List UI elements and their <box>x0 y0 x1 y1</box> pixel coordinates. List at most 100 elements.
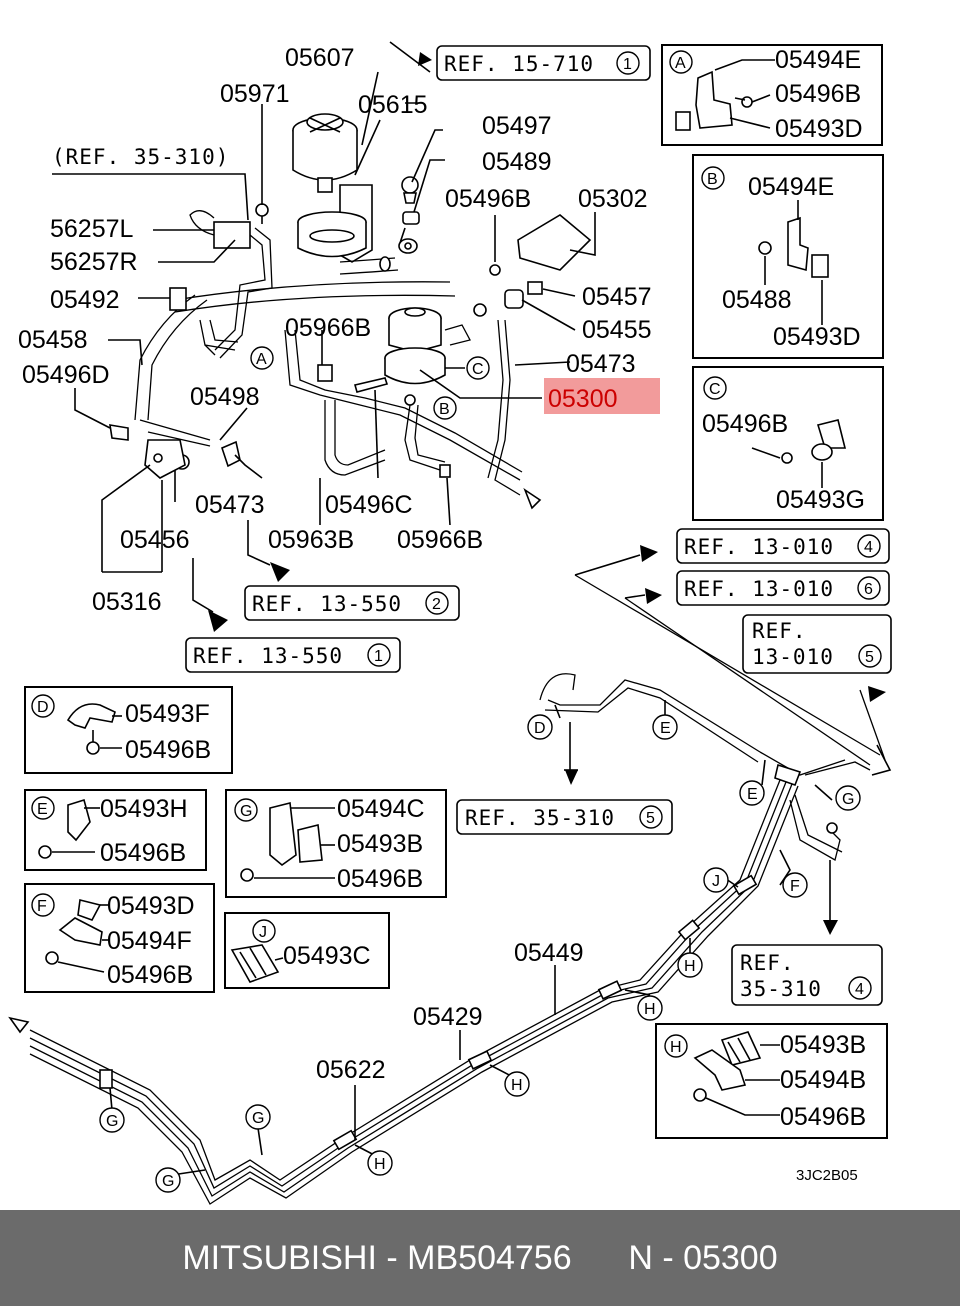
ref-15-710: REF. 15-710 <box>444 52 594 76</box>
box-h-part-2: 05494B <box>780 1066 866 1094</box>
label-05429: 05429 <box>413 1003 483 1031</box>
svg-text:G: G <box>252 1110 264 1127</box>
box-h-part-3: 05496B <box>780 1103 866 1131</box>
svg-text:C: C <box>709 381 721 398</box>
ref-13-010-c-1: REF. <box>752 619 807 643</box>
svg-text:6: 6 <box>864 581 873 598</box>
svg-text:5: 5 <box>646 810 655 827</box>
box-e-part-1: 05493H <box>100 795 188 823</box>
leader-lines-top <box>52 41 596 613</box>
ref-35-310-c-1: REF. <box>740 951 795 975</box>
svg-text:F: F <box>790 878 800 895</box>
footer-part-number: MB504756 <box>407 1238 572 1277</box>
small-parts <box>109 176 592 479</box>
solenoid-valve <box>189 203 273 359</box>
ref-35-310-c-2: 35-310 <box>740 977 822 1001</box>
svg-text:B: B <box>439 401 450 418</box>
hoses-top <box>134 238 456 447</box>
svg-text:G: G <box>240 803 252 820</box>
label-05966b-bottom: 05966B <box>397 526 483 554</box>
svg-text:4: 4 <box>864 539 873 556</box>
svg-text:E: E <box>37 801 48 818</box>
box-b-part-2: 05488 <box>722 286 792 314</box>
box-f-part-1: 05493D <box>107 892 195 920</box>
callouts-lines: D E E G J F H H H H G G G <box>99 714 861 1193</box>
svg-text:H: H <box>670 1039 682 1056</box>
main-canister-05300 <box>384 307 471 471</box>
ref-13-010-a: REF. 13-010 <box>684 535 834 559</box>
svg-text:1: 1 <box>623 56 632 73</box>
svg-text:G: G <box>162 1173 174 1190</box>
box-b-part-3: 05493D <box>773 323 861 351</box>
svg-text:A: A <box>256 351 267 368</box>
box-d-part-1: 05493F <box>125 700 210 728</box>
box-h-part-1: 05493B <box>780 1031 866 1059</box>
lines-center <box>199 319 542 510</box>
part-labels-lines: 05449 05429 05622 3JC2B05 <box>316 939 858 1184</box>
svg-text:H: H <box>684 958 696 975</box>
footer-gap <box>572 1239 629 1278</box>
label-05496c: 05496C <box>325 491 413 519</box>
diagram-code: 3JC2B05 <box>796 1167 858 1184</box>
label-05456: 05456 <box>120 526 190 554</box>
detail-box-g: G 05494C 05493B 05496B <box>225 789 447 898</box>
svg-text:H: H <box>374 1156 386 1173</box>
detail-box-j: J 05493C <box>224 912 390 989</box>
ref-35-310-b: REF. 35-310 <box>465 806 615 830</box>
part-labels-top: 05607 05971 05615 05497 05489 05496B 053… <box>18 44 660 616</box>
ref-boxes-top: REF. 15-710 1 REF. 13-550 2 REF. 13-550 … <box>185 45 651 673</box>
detail-box-d: D 05493F 05496B <box>24 686 233 774</box>
label-05458: 05458 <box>18 326 88 354</box>
label-05457: 05457 <box>582 283 652 311</box>
label-05497: 05497 <box>482 112 552 140</box>
box-g-part-1: 05494C <box>337 795 425 823</box>
svg-text:J: J <box>259 924 267 941</box>
label-05966b-top: 05966B <box>285 314 371 342</box>
box-e-part-2: 05496B <box>100 839 186 867</box>
ref-13-010-b: REF. 13-010 <box>684 577 834 601</box>
box-f-part-2: 05494F <box>107 927 192 955</box>
label-05455: 05455 <box>582 316 652 344</box>
label-05496d: 05496D <box>22 361 110 389</box>
ref-35-310-top: (REF. 35-310) <box>52 145 229 169</box>
label-05498: 05498 <box>190 383 260 411</box>
svg-text:D: D <box>37 699 49 716</box>
label-56257l: 56257L <box>50 215 134 243</box>
label-05300-highlight: 05300 <box>548 385 618 413</box>
svg-text:H: H <box>644 1001 656 1018</box>
svg-text:E: E <box>660 720 671 737</box>
label-05316: 05316 <box>92 588 162 616</box>
parts-diagram: 05607 05971 05615 05497 05489 05496B 053… <box>8 41 892 1205</box>
footer-separator: - <box>376 1238 408 1277</box>
svg-text:H: H <box>511 1077 523 1094</box>
label-05302: 05302 <box>578 185 648 213</box>
ref-13-010-c-2: 13-010 <box>752 645 834 669</box>
box-b-part-1: 05494E <box>748 173 834 201</box>
svg-text:G: G <box>842 791 854 808</box>
box-a-part-1: 05494E <box>775 46 861 74</box>
box-g-part-2: 05493B <box>337 830 423 858</box>
detail-box-f: F 05493D 05494F 05496B <box>24 883 215 993</box>
box-a-part-2: 05496B <box>775 80 861 108</box>
label-05971: 05971 <box>220 80 290 108</box>
main-fuel-lines <box>8 574 892 1205</box>
ref-13-550-b: REF. 13-550 <box>193 644 343 668</box>
box-c-part-1: 05496B <box>702 410 788 438</box>
label-05496b: 05496B <box>445 185 531 213</box>
box-g-part-3: 05496B <box>337 865 423 893</box>
box-j-part-1: 05493C <box>283 942 371 970</box>
svg-text:C: C <box>472 361 484 378</box>
label-05607: 05607 <box>285 44 355 72</box>
highlight-box <box>544 378 660 414</box>
footer-brand: MITSUBISHI <box>182 1238 377 1277</box>
svg-text:F: F <box>37 898 47 915</box>
svg-text:B: B <box>707 171 718 188</box>
svg-text:G: G <box>106 1113 118 1130</box>
label-56257r: 56257R <box>50 248 138 276</box>
detail-box-a: A 05494E 05496B 05493D <box>661 44 883 146</box>
detail-box-h: H 05493B 05494B 05496B <box>655 1023 888 1139</box>
svg-text:E: E <box>747 786 758 803</box>
svg-text:A: A <box>675 55 686 72</box>
footer-note: N - 05300 <box>628 1238 778 1277</box>
detail-box-b: B 05494E 05488 05493D <box>692 154 884 359</box>
